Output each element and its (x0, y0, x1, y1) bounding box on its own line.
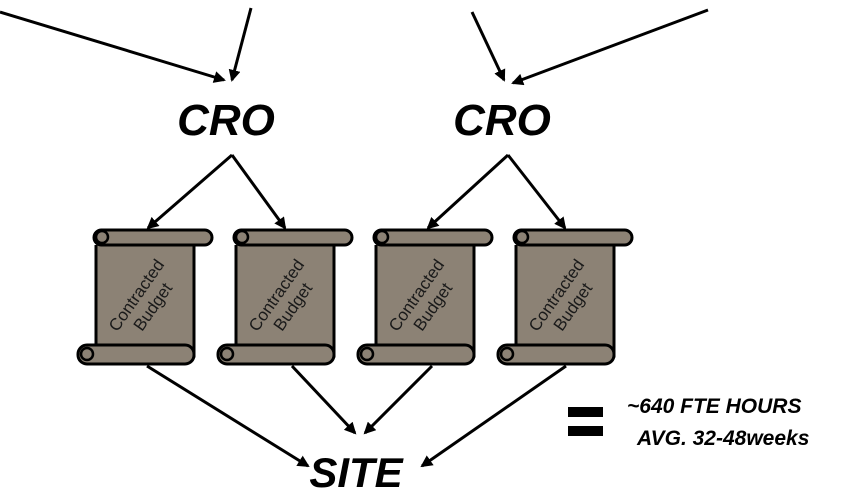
contracted-budget-scroll: Contracted Budget (496, 228, 634, 366)
budget-to-site-arrow (363, 364, 434, 435)
incoming-arrow (0, 10, 226, 83)
cro-to-budget-arrow (146, 153, 233, 230)
cro-to-budget-arrow (230, 154, 287, 230)
budget-to-site-arrow (146, 364, 310, 468)
site-node: SITE (309, 449, 404, 496)
cro-node-right: CRO (453, 96, 551, 145)
fte-hours-text: ~640 FTE HOURS (627, 395, 801, 418)
incoming-arrow (511, 8, 709, 86)
incoming-arrow (470, 11, 506, 82)
cro-to-budget-arrow (426, 153, 510, 230)
contracted-budget-scroll: Contracted Budget (356, 228, 494, 366)
incoming-arrow (228, 7, 253, 82)
contracted-budget-scroll: Contracted Budget (216, 228, 354, 366)
budget-to-site-arrow (290, 364, 357, 435)
contracted-budget-scroll: Contracted Budget (76, 228, 214, 366)
budget-to-site-arrow (420, 364, 567, 468)
cro-to-budget-arrow (506, 154, 567, 230)
cro-node-left: CRO (177, 96, 275, 145)
equals-sign (568, 407, 603, 436)
avg-weeks-text: AVG. 32-48weeks (636, 427, 809, 450)
